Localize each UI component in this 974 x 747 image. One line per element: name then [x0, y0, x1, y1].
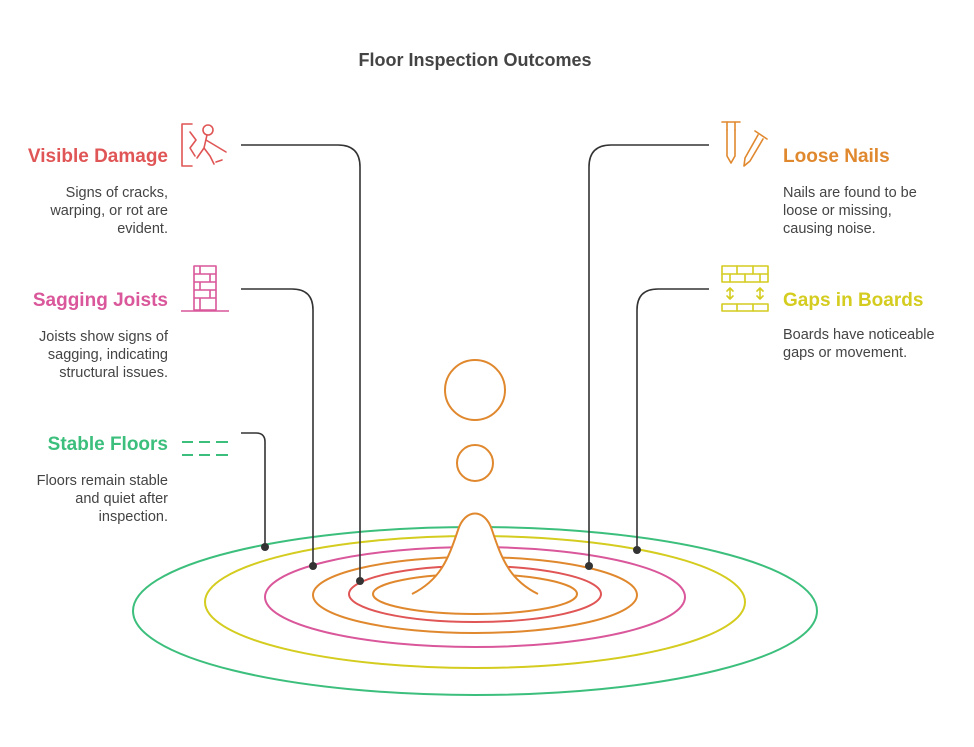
nails-icon — [721, 121, 768, 167]
gaps-in-boards-description: Boards have noticeable gaps or movement. — [783, 327, 935, 361]
visible-damage-description: Signs of cracks, warping, or rot are evi… — [50, 185, 168, 237]
droplet-small — [456, 444, 494, 482]
stable-lines-icon — [182, 441, 228, 456]
droplet-large — [444, 359, 506, 421]
stable-floors-heading: Stable Floors — [47, 434, 168, 455]
connector-dot-visible-damage — [356, 577, 364, 585]
loose-nails-heading: Loose Nails — [783, 146, 890, 167]
sagging-joists-description: Joists show signs of sagging, indicating… — [39, 329, 168, 381]
page-title: Floor Inspection Outcomes — [358, 50, 592, 70]
stable-floors-description: Floors remain stable and quiet after ins… — [36, 473, 168, 525]
gaps-in-boards-heading: Gaps in Boards — [783, 290, 924, 311]
connector-stable-floors — [241, 432, 266, 547]
connector-sagging-joists — [241, 288, 314, 566]
connector-dot-loose-nails — [585, 562, 593, 570]
floor-boards-gap-icon — [721, 265, 769, 312]
loose-nails-description: Nails are found to be loose or missing, … — [783, 185, 917, 237]
broken-floor-person-icon — [181, 123, 227, 167]
connector-visible-damage — [241, 144, 361, 581]
splash-peak — [411, 512, 539, 595]
sagging-joist-icon — [181, 265, 229, 312]
connector-dot-stable-floors — [261, 543, 269, 551]
connector-dot-gaps-in-boards — [633, 546, 641, 554]
connector-gaps-in-boards — [636, 288, 709, 550]
sagging-joists-heading: Sagging Joists — [32, 290, 168, 311]
connector-loose-nails — [588, 144, 709, 566]
connector-dot-sagging-joists — [309, 562, 317, 570]
visible-damage-heading: Visible Damage — [27, 146, 168, 167]
